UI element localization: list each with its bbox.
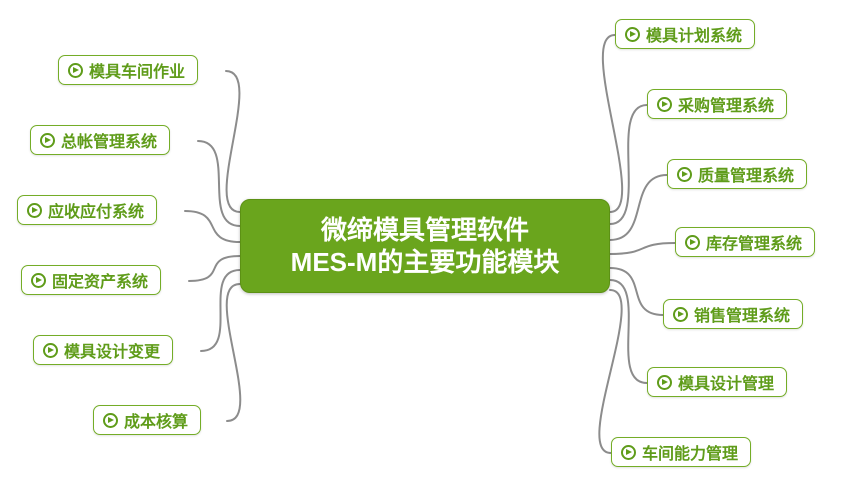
- connector-right-6: [598, 289, 623, 454]
- node-purchasing-management-system[interactable]: 采购管理系统: [647, 89, 788, 119]
- play-icon: [657, 374, 672, 390]
- node-label: 成本核算: [124, 414, 189, 431]
- node-label: 模具设计管理: [678, 376, 775, 393]
- play-icon: [673, 306, 688, 322]
- node-receivables-payables-system[interactable]: 应收应付系统: [17, 195, 158, 225]
- node-label: 模具设计变更: [64, 344, 161, 361]
- node-fixed-assets-system[interactable]: 固定资产系统: [21, 265, 162, 295]
- node-mold-design-management[interactable]: 模具设计管理: [647, 367, 788, 397]
- play-icon: [657, 96, 672, 112]
- play-icon: [685, 234, 700, 250]
- connector-right-3: [609, 242, 676, 255]
- node-sales-management-system[interactable]: 销售管理系统: [663, 299, 804, 329]
- node-label: 总帐管理系统: [61, 134, 158, 151]
- connector-left-4: [200, 269, 241, 352]
- play-icon: [677, 166, 692, 182]
- center-topic-line1: 微缔模具管理软件: [320, 214, 529, 245]
- node-cost-accounting[interactable]: 成本核算: [93, 405, 202, 435]
- node-mold-planning-system[interactable]: 模具计划系统: [615, 19, 756, 49]
- node-quality-management-system[interactable]: 质量管理系统: [667, 159, 808, 189]
- connector-left-3: [188, 255, 241, 282]
- center-topic-line2: MES-M的主要功能模块: [290, 247, 560, 277]
- play-icon: [68, 62, 83, 78]
- connector-right-4: [609, 267, 664, 316]
- node-label: 固定资产系统: [52, 274, 149, 291]
- play-icon: [625, 26, 640, 42]
- node-label: 模具计划系统: [646, 28, 743, 45]
- node-label: 库存管理系统: [706, 236, 803, 253]
- node-mold-design-change[interactable]: 模具设计变更: [33, 335, 174, 365]
- play-icon: [27, 202, 42, 218]
- connector-right-2: [609, 174, 668, 241]
- node-label: 质量管理系统: [698, 168, 795, 185]
- node-workshop-capacity-management[interactable]: 车间能力管理: [611, 437, 752, 467]
- node-general-ledger-system[interactable]: 总帐管理系统: [30, 125, 171, 155]
- play-icon: [43, 342, 58, 358]
- connector-right-5: [609, 279, 648, 384]
- play-icon: [40, 132, 55, 148]
- node-label: 销售管理系统: [694, 308, 791, 325]
- node-inventory-management-system[interactable]: 库存管理系统: [675, 227, 816, 257]
- connector-left-2: [184, 210, 241, 243]
- connector-left-0: [225, 70, 241, 213]
- play-icon: [31, 272, 46, 288]
- play-icon: [621, 444, 636, 460]
- connector-right-0: [601, 34, 624, 213]
- node-mold-workshop-operations[interactable]: 模具车间作业: [58, 55, 199, 85]
- connector-left-1: [197, 140, 241, 227]
- node-label: 车间能力管理: [642, 446, 739, 463]
- connector-left-5: [225, 283, 242, 422]
- play-icon: [103, 412, 118, 428]
- node-label: 采购管理系统: [678, 98, 775, 115]
- node-label: 应收应付系统: [48, 204, 145, 221]
- connector-right-1: [609, 104, 648, 225]
- node-label: 模具车间作业: [89, 64, 186, 81]
- center-topic[interactable]: 微缔模具管理软件 MES-M的主要功能模块: [240, 199, 610, 293]
